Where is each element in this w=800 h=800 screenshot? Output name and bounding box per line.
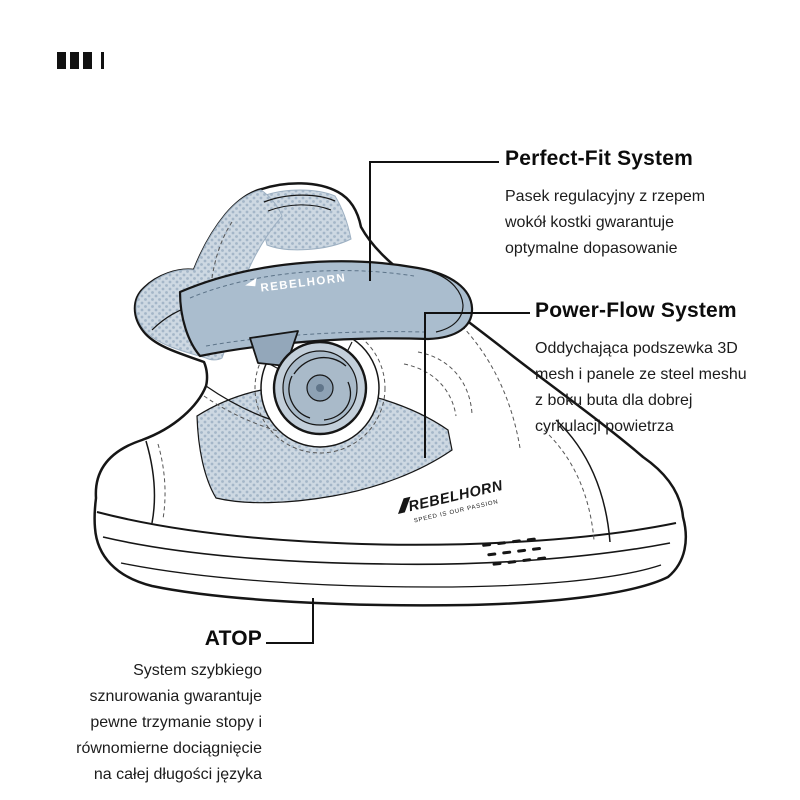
vamp-stitch	[203, 395, 289, 435]
dial-swirl-1	[293, 356, 347, 375]
dial-swirl-3	[288, 375, 311, 419]
power-flow-title: Power-Flow System	[535, 299, 737, 322]
heel-counter-seam	[555, 419, 611, 543]
toe-cap-stitch	[157, 443, 166, 520]
power-flow-callout-line	[424, 312, 530, 458]
eyestay-stitch-ring	[254, 322, 386, 454]
quarter-stitch	[461, 325, 521, 449]
dial-swirl-2	[323, 381, 352, 421]
brand-mark-bar-thin	[101, 52, 104, 69]
perfect-fit-title: Perfect-Fit System	[505, 147, 693, 170]
atop-callout-line	[266, 598, 314, 644]
atop-description: System szybkiego sznurowania gwarantuje …	[76, 662, 262, 783]
lace-dial	[272, 340, 368, 436]
strap-velcro-line	[431, 271, 464, 333]
ankle-cup-stitch-outer	[417, 351, 473, 415]
brand-mark-bar	[83, 52, 92, 69]
power-flow-description: Oddychająca podszewka 3D mesh i panele z…	[535, 340, 747, 435]
vent-holes	[482, 537, 547, 566]
sole-top-line	[96, 511, 677, 546]
dial-center-dot	[316, 384, 324, 392]
perfect-fit-description: Pasek regulacyjny z rzepem wokół kostki …	[505, 188, 706, 257]
brand-mark-bar	[70, 52, 79, 69]
strap-brand-glyph	[245, 278, 257, 287]
perfect-fit-callout-line	[369, 161, 499, 281]
brand-mark	[57, 52, 104, 69]
atop-title: ATOP	[204, 627, 262, 650]
strap-stitch-top	[189, 270, 415, 299]
midsole-line	[102, 536, 671, 566]
brand-mark-bar	[57, 52, 66, 69]
collar-padding-line	[267, 204, 332, 212]
shaft-stitch	[209, 221, 233, 297]
collar-inner-line	[263, 194, 336, 203]
side-brand-glyph	[398, 496, 411, 514]
strap-stitch-bottom	[205, 331, 425, 347]
toe-cap-seam	[145, 440, 156, 524]
tread-line	[120, 562, 662, 588]
ankle-cup-stitch-inner	[403, 363, 457, 417]
